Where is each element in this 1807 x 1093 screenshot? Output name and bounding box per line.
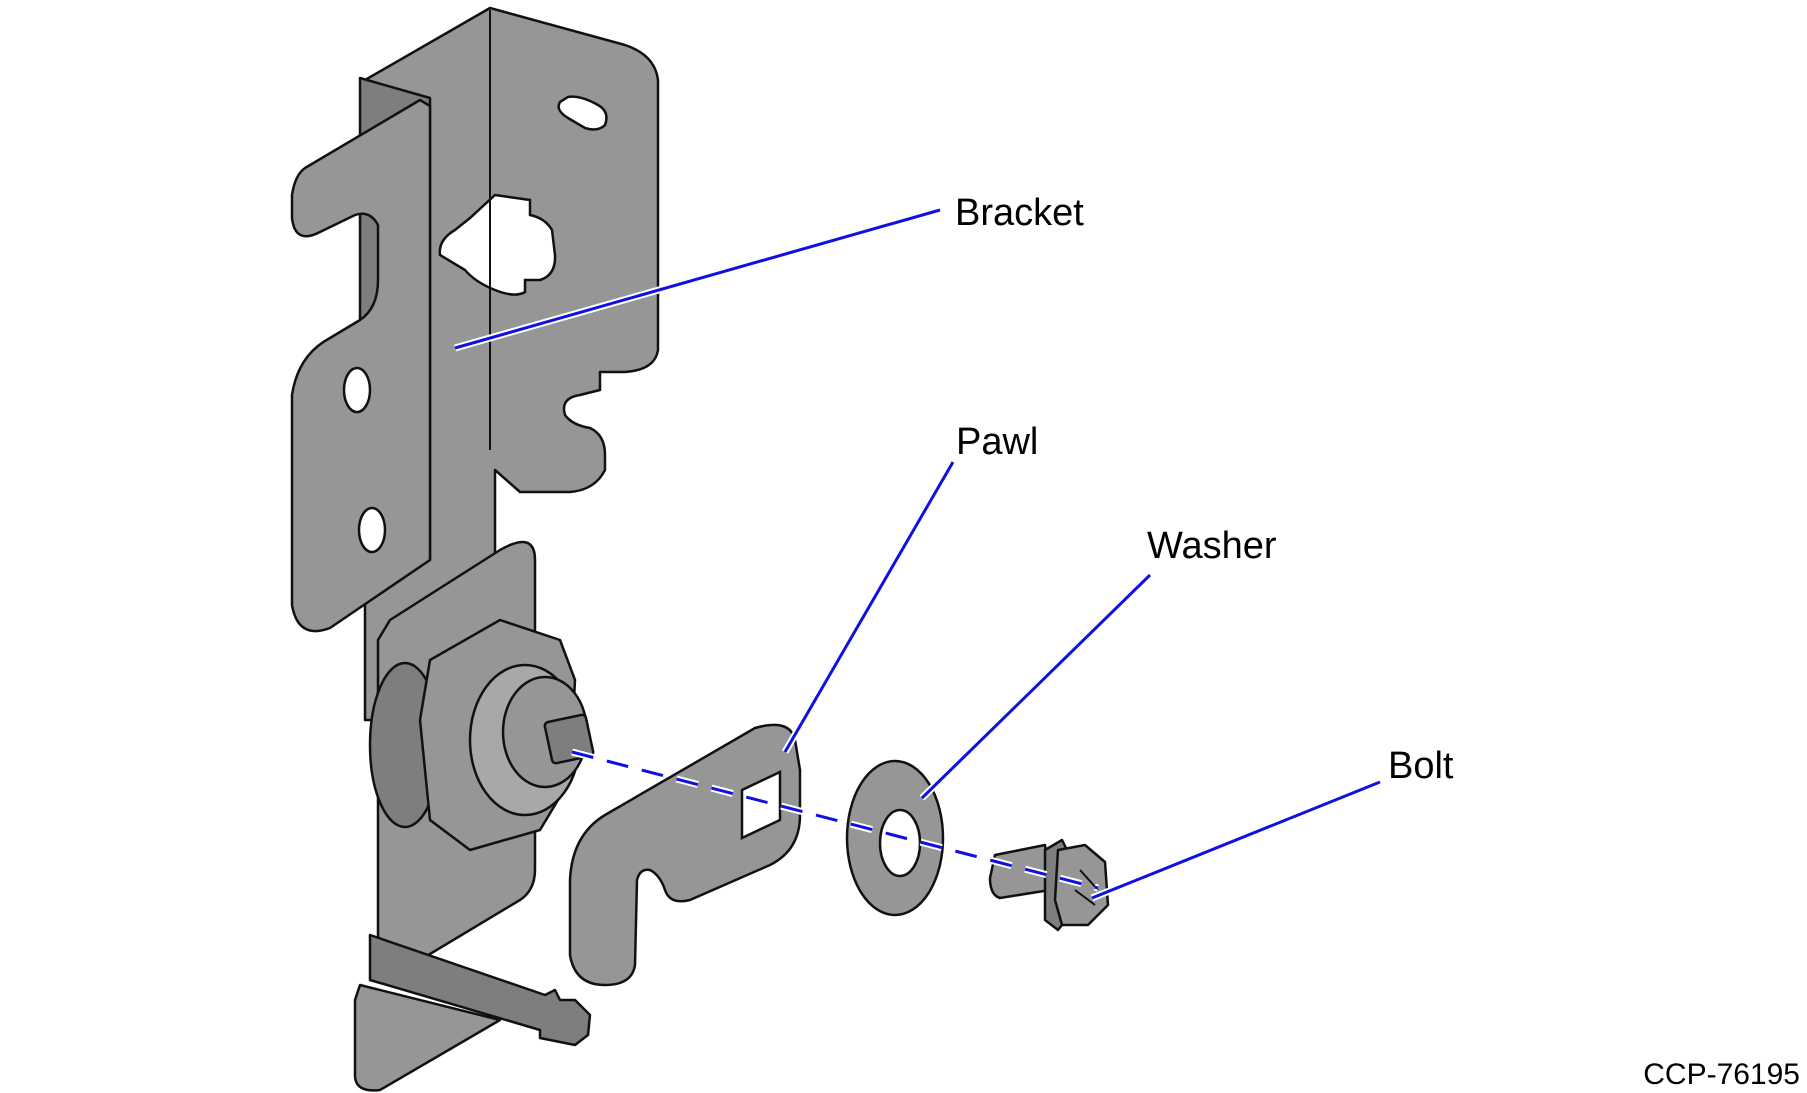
bracket-foot <box>353 983 502 1092</box>
bracket-label: Bracket <box>955 192 1084 234</box>
bracket-slot <box>557 95 608 131</box>
pawl-leader <box>783 461 955 753</box>
bracket-back-plate <box>363 6 660 722</box>
bracket-keyhole <box>438 193 557 296</box>
pawl-label: Pawl <box>956 421 1038 463</box>
bracket-part <box>290 6 660 1092</box>
washer-inner <box>878 808 922 878</box>
bracket-tongue <box>368 933 592 1047</box>
bolt-part <box>988 838 1110 932</box>
bracket-leader <box>454 208 941 350</box>
lock-cylinder <box>368 618 595 852</box>
pawl-part <box>568 723 802 987</box>
bolt-hex-head <box>1053 843 1110 927</box>
bolt-shank <box>988 843 1052 900</box>
bracket-mount-hole-lower <box>357 506 387 554</box>
bolt-label: Bolt <box>1388 745 1454 787</box>
bolt-leader <box>1091 780 1381 900</box>
washer-label: Washer <box>1147 525 1277 567</box>
washer-leader <box>920 573 1152 800</box>
pawl-body <box>568 723 802 987</box>
figure-id-label: CCP-76195 <box>1643 1058 1800 1091</box>
pawl-square-hole <box>740 770 782 840</box>
leader-lines <box>454 206 1382 902</box>
assembly-axis <box>571 748 1099 892</box>
bracket-front-plate <box>290 98 432 633</box>
axis-line <box>571 750 1099 890</box>
bracket-mount-hole-upper <box>342 366 372 414</box>
